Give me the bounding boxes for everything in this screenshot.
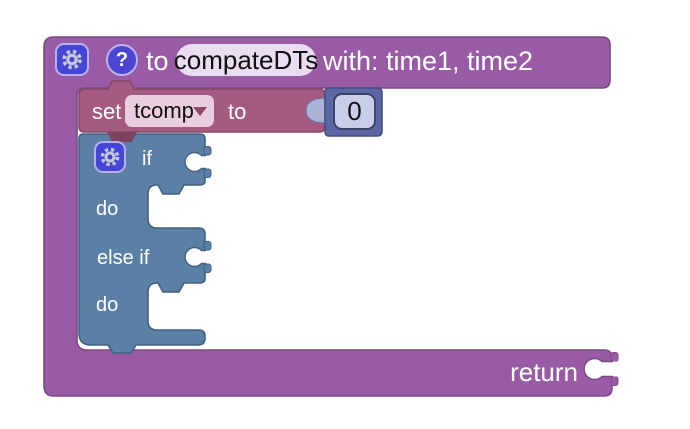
return-socket-bottom-lip [610, 376, 619, 386]
procedure-name-field[interactable]: compateDTs [173, 44, 319, 76]
return-socket-hole[interactable] [584, 358, 620, 380]
if-socket-top-lip [203, 146, 212, 156]
number-value-field[interactable]: 0 [333, 93, 376, 130]
if-gear-icon[interactable] [94, 141, 126, 173]
procedure-block-shape[interactable] [43, 36, 613, 397]
elseif-socket-top-lip [203, 241, 212, 251]
set-block-next-connector [107, 132, 137, 142]
elseif-socket-hole-edge [184, 246, 206, 268]
elseif-socket-bottom-lip [203, 263, 212, 273]
dropdown-arrow-icon [193, 107, 207, 116]
if-socket-hole-edge [184, 151, 206, 173]
if-socket-hole[interactable] [185, 152, 213, 172]
number-block-left-tab [305, 97, 326, 124]
return-socket-top-lip [610, 352, 619, 362]
procedure-gear-icon[interactable] [55, 43, 89, 76]
if-block-shape[interactable] [78, 133, 206, 354]
variable-dropdown-value: tcomp [134, 98, 194, 123]
help-icon[interactable] [106, 44, 138, 76]
elseif-socket-hole[interactable] [185, 247, 213, 267]
variable-dropdown[interactable]: tcomp [125, 95, 214, 127]
return-socket-hole-edge [583, 357, 613, 381]
if-socket-bottom-lip [203, 168, 212, 178]
